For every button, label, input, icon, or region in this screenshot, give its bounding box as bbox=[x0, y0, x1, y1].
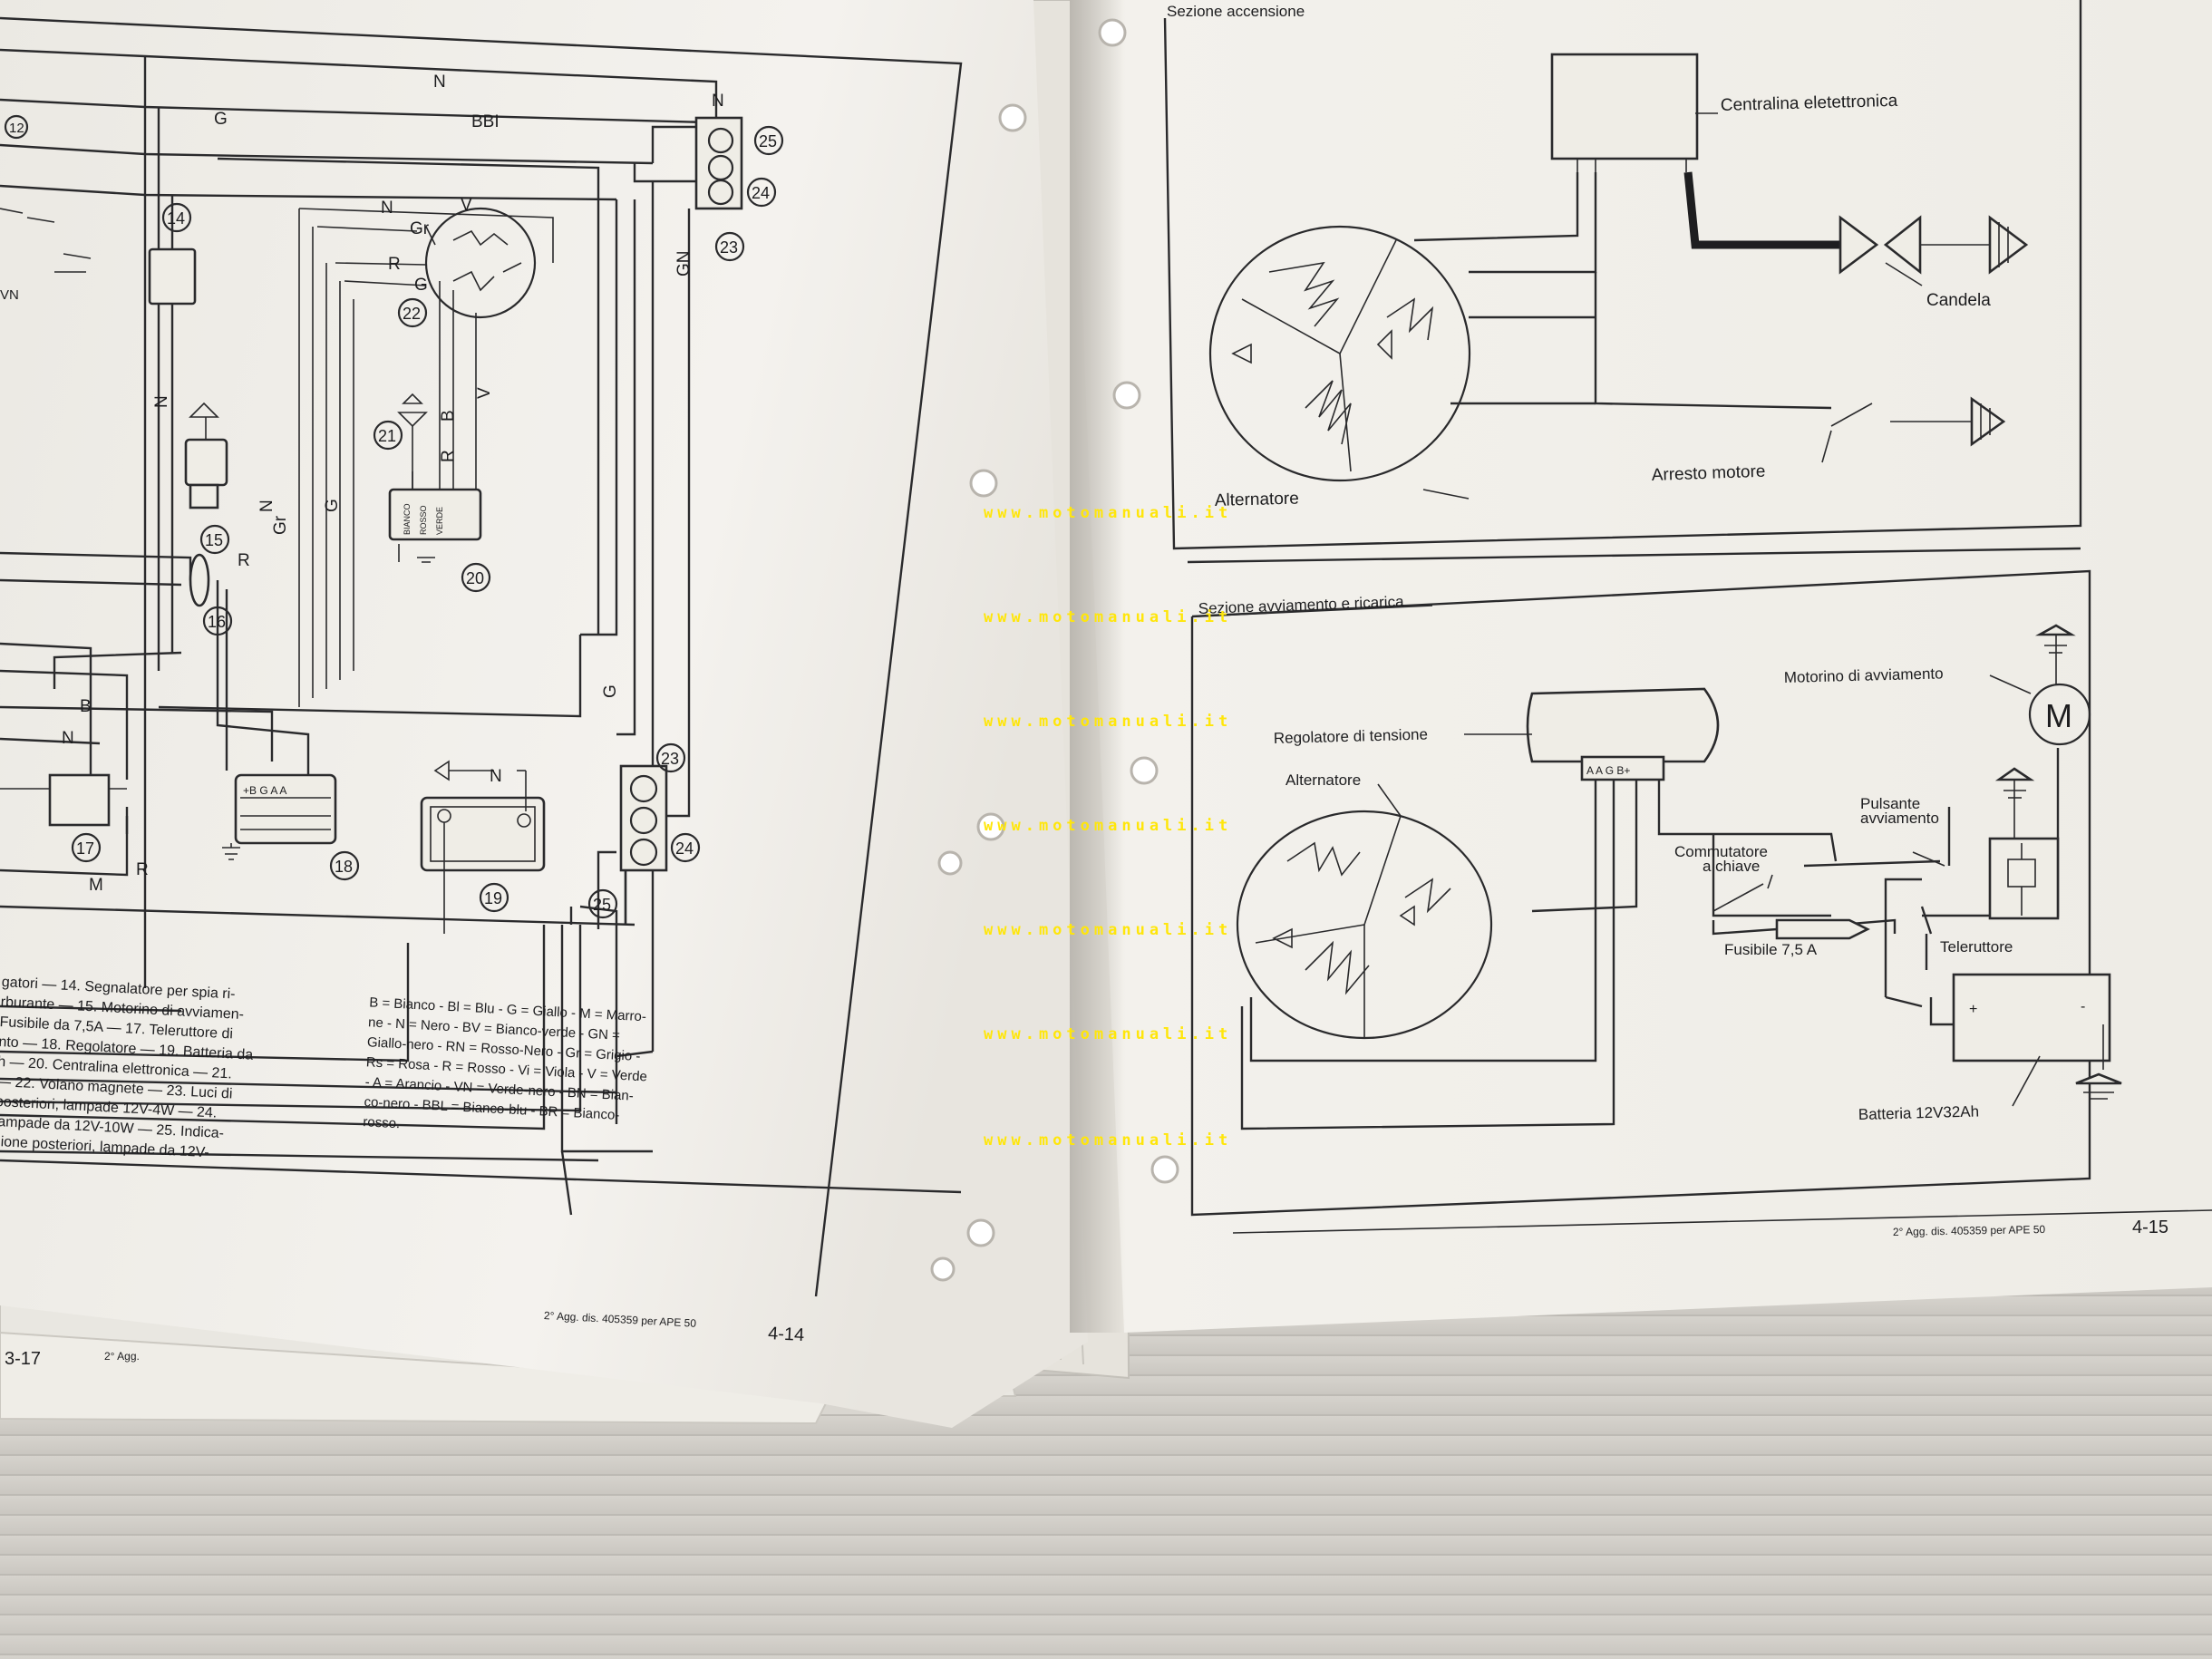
label-candela: Candela bbox=[1926, 291, 1991, 310]
wire-label-g2: G bbox=[414, 276, 428, 295]
wire-label-n-right: N bbox=[712, 92, 724, 111]
watermark-text: www.motomanuali.it bbox=[984, 817, 1232, 835]
left-page-number: 4-14 bbox=[768, 1324, 805, 1345]
component-number-15: 15 bbox=[205, 531, 223, 549]
wire-label-r-horizontal: R bbox=[238, 551, 250, 570]
regulator-terminal-labels: +B G A A bbox=[243, 784, 286, 797]
wire-label-r-low: R bbox=[136, 860, 149, 879]
wire-label-v: V bbox=[461, 196, 472, 215]
wire-label-r: R bbox=[388, 255, 401, 274]
watermarks: www.motomanuali.it www.motomanuali.it ww… bbox=[984, 504, 1232, 1150]
component-number-14: 14 bbox=[167, 209, 185, 228]
component-number-22: 22 bbox=[403, 305, 421, 323]
legend-components: gatori — 14. Segnalatore per spia ri- rb… bbox=[0, 975, 254, 1160]
label-arresto-motore: Arresto motore bbox=[1651, 462, 1765, 485]
wire-label-n-battery: N bbox=[490, 767, 502, 786]
right-page-number: 4-15 bbox=[2132, 1218, 2168, 1237]
label-fusibile: Fusibile 7,5 A bbox=[1724, 941, 1818, 958]
centralina-wire-1: BIANCO bbox=[403, 503, 412, 535]
wire-label-n-vertical-2: N bbox=[257, 500, 276, 512]
component-number-21: 21 bbox=[378, 427, 396, 445]
label-commutatore: Commutatore bbox=[1674, 843, 1768, 860]
wire-label-n-inner: N bbox=[381, 199, 393, 218]
wire-label-b: B bbox=[80, 697, 92, 716]
label-regolatore: Regolatore di tensione bbox=[1274, 726, 1429, 747]
punch-holes bbox=[930, 18, 1179, 1282]
wire-label-n-low: N bbox=[62, 729, 74, 748]
watermark-text: www.motomanuali.it bbox=[984, 1131, 1232, 1150]
wire-label-g: G bbox=[214, 110, 228, 129]
label-pulsante: Pulsante bbox=[1860, 795, 1920, 812]
regulator-terminals: A A G B+ bbox=[1586, 764, 1630, 777]
centralina-wire-3: VERDE bbox=[435, 507, 444, 535]
centralina-wire-2: ROSSO bbox=[419, 505, 428, 535]
right-page bbox=[1070, 0, 2212, 1333]
watermark-text: www.motomanuali.it bbox=[984, 921, 1232, 939]
right-page-diagrams bbox=[1163, 0, 2212, 1234]
wire-label-n-top: N bbox=[433, 73, 446, 92]
binding-gutter bbox=[1070, 0, 1124, 1333]
watermark-text: www.motomanuali.it bbox=[984, 1025, 1232, 1043]
component-number-18: 18 bbox=[335, 858, 353, 876]
label-centralina: Centralina eletettronica bbox=[1721, 92, 1898, 115]
wire-label-b-vertical: B bbox=[439, 410, 458, 422]
wire-label-gr-vertical: Gr bbox=[271, 515, 290, 535]
wire-label-v-vertical: V bbox=[475, 387, 494, 399]
label-avviamento: avviamento bbox=[1860, 810, 1939, 827]
wire-label-gn: GN bbox=[674, 251, 694, 277]
left-diagram-labels: N G BBI N N V Gr R G GN N B R V N Gr G R… bbox=[0, 73, 777, 914]
component-number-25-bottom: 25 bbox=[593, 896, 611, 914]
wire-label-n-vertical: N bbox=[152, 395, 171, 408]
wire-label-bbi: BBI bbox=[471, 112, 500, 131]
component-number-24-bottom: 24 bbox=[675, 839, 694, 858]
motor-symbol: M bbox=[2045, 697, 2072, 734]
wire-label-vn: VN bbox=[0, 287, 19, 303]
watermark-text: www.motomanuali.it bbox=[984, 504, 1232, 522]
battery-plus: + bbox=[1969, 1002, 1977, 1017]
component-number-16: 16 bbox=[208, 613, 226, 631]
section-title-accensione: Sezione accensione bbox=[1167, 3, 1305, 20]
label-a-chiave: a chiave bbox=[1703, 858, 1760, 875]
component-number-20: 20 bbox=[466, 569, 484, 587]
watermark-text: www.motomanuali.it bbox=[984, 608, 1232, 626]
left-wiring-diagram bbox=[0, 16, 963, 1297]
label-alternatore-2: Alternatore bbox=[1285, 771, 1361, 789]
label-batteria: Batteria 12V32Ah bbox=[1858, 1103, 1980, 1123]
right-footer-text: 2° Agg. dis. 405359 per APE 50 bbox=[1893, 1223, 2046, 1238]
label-alternatore-1: Alternatore bbox=[1215, 490, 1299, 510]
component-number-circles bbox=[71, 125, 784, 919]
label-motorino: Motorino di avviamento bbox=[1784, 665, 1944, 686]
wire-label-g-horizontal: G bbox=[601, 684, 620, 698]
under-page-footer: 2° Agg. bbox=[104, 1350, 140, 1363]
component-number-17: 17 bbox=[76, 839, 94, 858]
under-page-number: 3-17 bbox=[5, 1349, 41, 1369]
legend-line: rosso. bbox=[363, 1114, 401, 1131]
wire-label-gr: Gr bbox=[410, 219, 430, 238]
watermark-text: www.motomanuali.it bbox=[984, 713, 1232, 731]
battery-minus: - bbox=[2081, 999, 2085, 1014]
wire-label-12: 12 bbox=[9, 121, 24, 136]
component-number-23-bottom: 23 bbox=[661, 750, 679, 768]
wire-label-m: M bbox=[89, 876, 103, 895]
label-teleruttore: Teleruttore bbox=[1940, 938, 2013, 956]
component-number-25-top: 25 bbox=[759, 132, 777, 150]
component-number-23-top: 23 bbox=[720, 238, 738, 257]
right-labels: Sezione accensione Centralina eletettron… bbox=[1167, 3, 2168, 1238]
wire-label-g-vertical: G bbox=[323, 499, 342, 512]
component-number-24-top: 24 bbox=[752, 184, 770, 202]
wire-label-r-vertical: R bbox=[439, 450, 458, 462]
component-number-19: 19 bbox=[484, 889, 502, 907]
left-page bbox=[0, 0, 1088, 1428]
